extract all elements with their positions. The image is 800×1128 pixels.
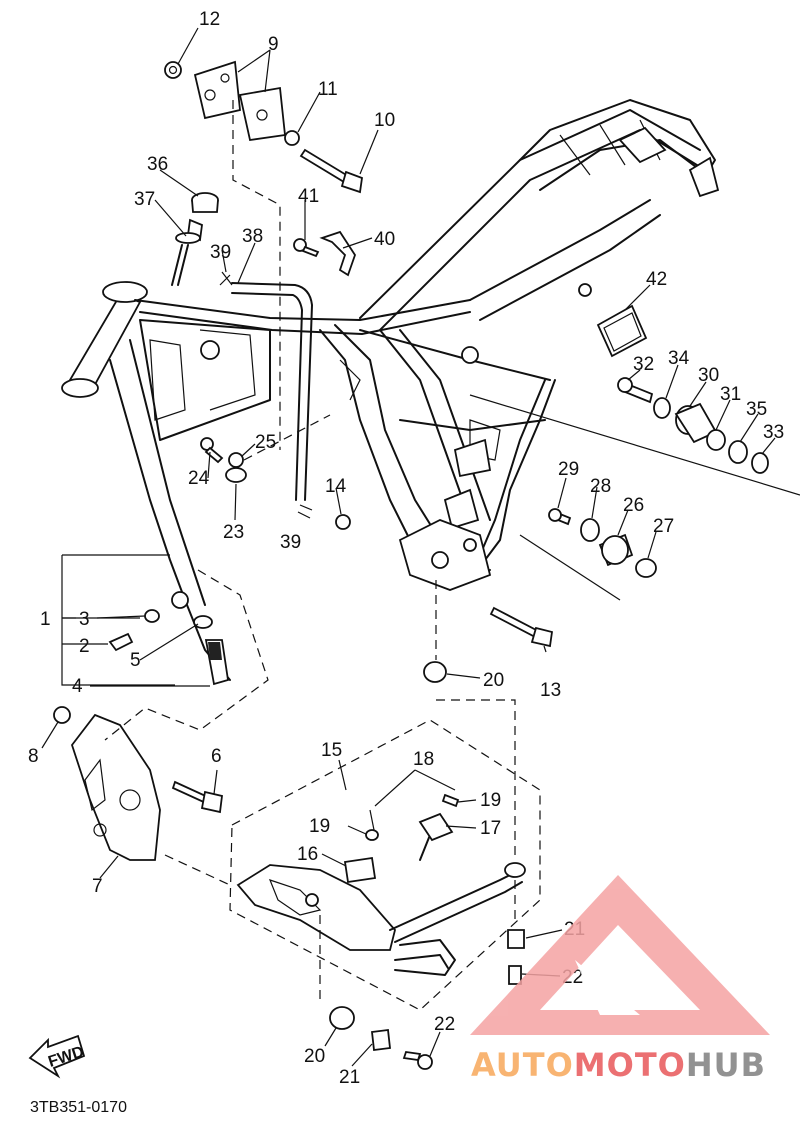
callout-41: 41	[298, 186, 319, 207]
callout-13: 13	[540, 680, 561, 701]
fwd-arrow: FWD	[28, 1034, 86, 1079]
callout-5: 5	[130, 650, 141, 671]
callout-14: 14	[325, 476, 347, 497]
callout-18: 18	[413, 749, 434, 770]
callout-19-left: 19	[309, 816, 330, 837]
callout-12: 12	[199, 9, 220, 30]
callout-39-bottom: 39	[280, 532, 301, 553]
watermark-text: AUTOMOTOHUB	[471, 1046, 766, 1084]
callout-6: 6	[211, 746, 222, 767]
engine-hanger-brackets	[164, 60, 363, 194]
callout-20-bottom: 20	[304, 1046, 325, 1067]
callout-36: 36	[147, 154, 168, 175]
callout-25: 25	[255, 432, 276, 453]
callout-19-right: 19	[480, 790, 501, 811]
callout-8: 8	[28, 746, 39, 767]
callout-35: 35	[746, 399, 767, 420]
callout-labels: 12 9 11 10 36 37 41 40 39 38 42 32 34 30…	[28, 9, 784, 1088]
callout-2: 2	[79, 636, 90, 657]
engine-guard-assembly	[236, 661, 526, 1070]
callout-31: 31	[720, 384, 741, 405]
part-code: 3TB351-0170	[30, 1099, 127, 1116]
callout-20-top: 20	[483, 670, 504, 691]
callout-38: 38	[242, 226, 263, 247]
callout-39-top: 39	[210, 242, 231, 263]
automotohub-watermark: AUTOMOTOHUB	[470, 875, 770, 1084]
clamp-hardware	[200, 437, 351, 530]
callout-42: 42	[646, 269, 667, 290]
callout-4: 4	[72, 676, 83, 697]
callout-24: 24	[188, 468, 210, 489]
watermark-auto: AUTO	[471, 1046, 574, 1084]
callout-40: 40	[374, 229, 395, 250]
callout-26: 26	[623, 495, 644, 516]
callout-11: 11	[318, 79, 338, 100]
watermark-moto: MOTO	[574, 1046, 686, 1084]
callout-30: 30	[698, 365, 719, 386]
callout-3: 3	[79, 609, 90, 630]
bracket-40-41	[293, 230, 356, 277]
leader-lines	[41, 27, 776, 1067]
main-frame	[61, 99, 720, 681]
callout-23: 23	[223, 522, 244, 543]
callout-21-bottom: 21	[339, 1067, 360, 1088]
callout-28: 28	[590, 476, 611, 497]
callout-15: 15	[321, 740, 342, 761]
callout-17: 17	[480, 818, 501, 839]
callout-22-bottom: 22	[434, 1014, 455, 1035]
callout-33: 33	[763, 422, 784, 443]
watermark-triangle-logo	[470, 875, 770, 1035]
reflector-42	[596, 304, 648, 358]
watermark-hub: HUB	[686, 1046, 766, 1084]
skid-plate-7	[53, 706, 223, 861]
callout-34: 34	[668, 348, 690, 369]
callout-10: 10	[374, 110, 395, 131]
callout-37: 37	[134, 189, 155, 210]
callout-9: 9	[268, 34, 279, 55]
callout-16: 16	[297, 844, 318, 865]
assembly-dashed-lines	[104, 100, 541, 1011]
callout-7: 7	[92, 876, 103, 897]
callout-32: 32	[633, 354, 654, 375]
callout-27: 27	[653, 516, 674, 537]
bolt-13	[489, 606, 554, 648]
callout-1: 1	[40, 609, 51, 630]
pivot-collars-bushings	[469, 377, 800, 601]
filler-cap-breather	[171, 192, 313, 519]
callout-29: 29	[558, 459, 579, 480]
